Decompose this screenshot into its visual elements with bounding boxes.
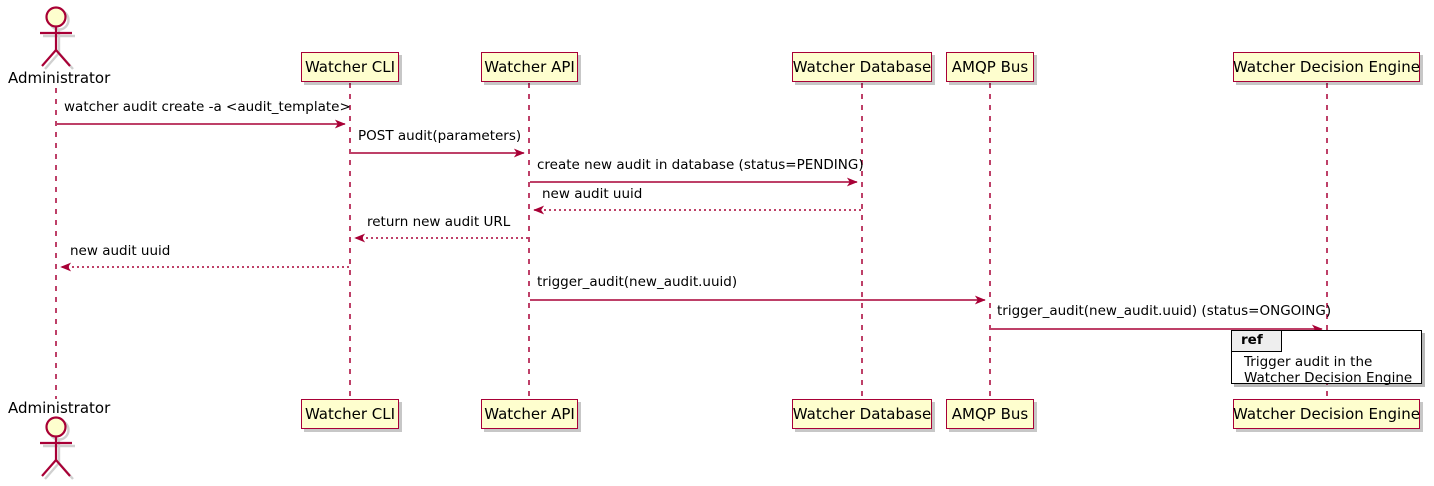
message-label-8: trigger_audit(new_audit.uuid) (status=ON… [997,303,1332,319]
participant-box-amqp-bus-top[interactable]: AMQP Bus [946,52,1034,82]
message-arrows [57,119,1323,334]
lifelines [55,83,1328,399]
participant-label: Watcher Database [792,57,932,76]
participant-box-amqp-bus-bottom[interactable]: AMQP Bus [946,399,1034,429]
actor-figure-top [40,6,75,70]
participant-label: Watcher CLI [304,57,396,76]
message-label-6: new audit uuid [70,243,171,259]
participant-box-watcher-cli-top[interactable]: Watcher CLI [301,52,399,82]
actor-label-administrator-top: Administrator [8,69,111,87]
message-label-3: create new audit in database (status=PEN… [537,157,864,173]
actor-label-administrator-bottom: Administrator [8,399,111,417]
ref-fragment-tab-label: ref [1241,332,1263,348]
participant-label: Watcher Database [792,404,932,423]
participant-box-watcher-api-bottom[interactable]: Watcher API [481,399,578,429]
participant-label: AMQP Bus [951,57,1029,76]
message-label-5: return new audit URL [367,214,511,230]
participant-label: AMQP Bus [951,404,1029,423]
participant-box-watcher-decision-engine-bottom[interactable]: Watcher Decision Engine [1233,399,1420,429]
participant-box-watcher-decision-engine-top[interactable]: Watcher Decision Engine [1233,52,1420,82]
participant-label: Watcher API [484,57,575,76]
ref-fragment-tab: ref [1232,331,1282,352]
participant-label: Watcher Decision Engine [1233,57,1420,76]
message-label-7: trigger_audit(new_audit.uuid) [537,274,738,290]
participant-box-watcher-database-bottom[interactable]: Watcher Database [792,399,932,429]
ref-fragment-box: ref Trigger audit in the Watcher Decisio… [1231,330,1422,386]
participant-label: Watcher API [484,404,575,423]
ref-fragment-text-line-1: Trigger audit in the [1244,354,1373,370]
actor-figure-bottom [40,416,75,480]
participant-label: Watcher CLI [304,404,396,423]
participant-label: Watcher Decision Engine [1233,404,1420,423]
participant-box-watcher-api-top[interactable]: Watcher API [481,52,578,82]
participant-box-watcher-database-top[interactable]: Watcher Database [792,52,932,82]
message-label-1: watcher audit create -a <audit_template> [64,99,351,115]
message-label-4: new audit uuid [542,186,643,202]
participant-box-watcher-cli-bottom[interactable]: Watcher CLI [301,399,399,429]
ref-fragment-text-line-2: Watcher Decision Engine [1244,370,1413,386]
message-label-2: POST audit(parameters) [358,128,522,144]
